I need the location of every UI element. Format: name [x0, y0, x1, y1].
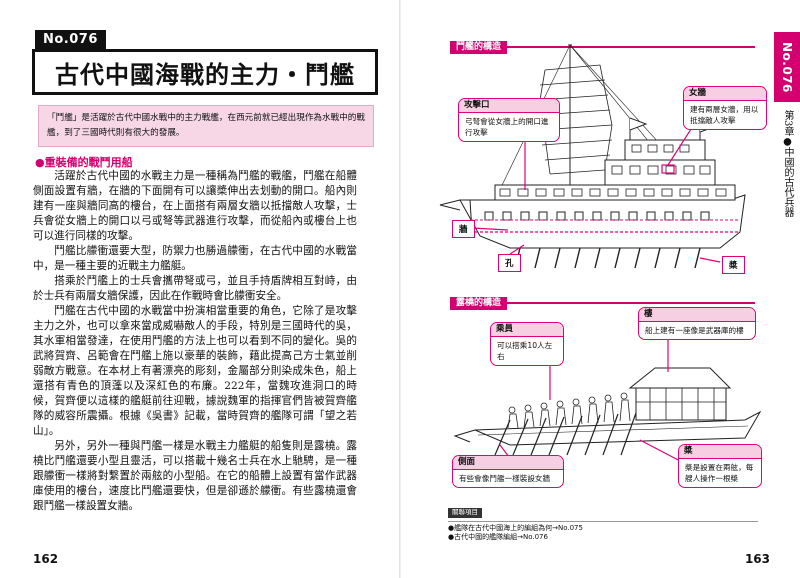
- paragraph: 搭乘於鬥艦上的士兵會攜帶弩或弓，並且手持盾牌相互對峙，由於士兵有兩層女牆保護，因…: [33, 275, 357, 302]
- left-page: No.076 古代中國海戰的主力・鬥艦 「鬥艦」是活躍於古代中國水戰中的主力戰艦…: [32, 30, 378, 566]
- page-title: 古代中國海戰的主力・鬥艦: [32, 49, 378, 95]
- body-text: 活躍於古代中國的水戰主力是一種稱為鬥艦的戰艦，鬥艦在船體側面設置有牆，在牆的下面…: [33, 169, 357, 514]
- page-number-left: 162: [33, 552, 59, 566]
- callout-title: 女牆: [684, 87, 766, 101]
- attack-port-callout: 攻擊口 弓弩會從女牆上的開口進行攻擊: [458, 98, 560, 142]
- paragraph: 鬥艦在古代中國的水戰當中扮演相當重要的角色，它除了是攻擊主力之外，也可以拿來當成…: [33, 305, 357, 437]
- figure1-heading: 鬥艦的構造: [450, 34, 755, 54]
- callout-body: 弓弩會從女牆上的開口進行攻擊: [465, 117, 549, 137]
- hole-label: 孔: [498, 254, 521, 272]
- callout-body: 船上建有一座像是武器庫的樓: [645, 326, 744, 335]
- oars-callout: 槳 槳是設置在兩舷，每艘人操作一根槳: [678, 444, 762, 488]
- related-item: ●艦隊在古代中國海上的編組為何→No.075: [448, 523, 583, 532]
- book-spine: [399, 0, 401, 578]
- callout-title: 攻擊口: [459, 99, 559, 113]
- section-heading: ●重裝備的戰鬥用船: [35, 156, 133, 169]
- related-item: ●古代中國的艦隊編組→No.076: [448, 533, 548, 541]
- intro-box: 「鬥艦」是活躍於古代中國水戰中的主力戰艦，在西元前就已經出現作為水戰中的戰艦，到…: [38, 105, 374, 147]
- callout-title: 側面: [453, 456, 563, 470]
- callout-title: 槳: [679, 445, 761, 459]
- callout-body: 槳是設置在兩舷，每艘人操作一根槳: [685, 463, 754, 483]
- paragraph: 活躍於古代中國的水戰主力是一種稱為鬥艦的戰艦，鬥艦在船體側面設置有牆，在牆的下面…: [33, 170, 357, 242]
- wall-label: 牆: [452, 220, 475, 238]
- right-page: No.076 第3章●中國的古代兵器 鬥艦的構造: [400, 0, 800, 578]
- related-items: 關聯項目 ●艦隊在古代中國海上的編組為何→No.075 ●古代中國的艦隊編組→N…: [448, 508, 758, 543]
- figure2-heading: 露橈的構造: [450, 290, 755, 310]
- callout-body: 有些會像鬥艦一樣裝設女牆: [459, 474, 551, 483]
- paragraph: 鬥艦比艨衝還要大型，防禦力也勝過艨衝，在古代中國的水戰當中，是一種主要的近戰主力…: [33, 245, 357, 272]
- figure1-heading-text: 鬥艦的構造: [450, 41, 508, 54]
- figure2-heading-text: 露橈的構造: [450, 297, 508, 310]
- oar-label: 槳: [722, 256, 745, 274]
- callout-title: 乘員: [491, 323, 563, 337]
- paragraph: 另外，另外一種與鬥艦一樣是水戰主力艦艇的船隻則是露橈。露橈比鬥艦還要小型且靈活，…: [33, 440, 357, 512]
- war-ship-illustration: [439, 44, 746, 269]
- related-heading: 關聯項目: [448, 508, 482, 518]
- tower-callout: 樓 船上建有一座像是武器庫的樓: [638, 307, 756, 340]
- callout-body: 可以搭乘10人左右: [497, 341, 553, 361]
- callout-body: 建有兩層女牆，用以抵擋敵人攻擊: [690, 105, 759, 125]
- side-callout: 側面 有些會像鬥艦一樣裝設女牆: [452, 455, 564, 488]
- side-tab: No.076: [774, 32, 800, 102]
- callout-title: 樓: [639, 308, 755, 322]
- chapter-label: 第3章●中國的古代兵器: [782, 110, 793, 218]
- parapet-callout: 女牆 建有兩層女牆，用以抵擋敵人攻擊: [683, 86, 767, 130]
- page-number-right: 163: [744, 552, 770, 566]
- entry-number-tag: No.076: [35, 30, 106, 49]
- crew-callout: 乘員 可以搭乘10人左右: [490, 322, 564, 366]
- lulao-boat-illustration: [453, 330, 762, 466]
